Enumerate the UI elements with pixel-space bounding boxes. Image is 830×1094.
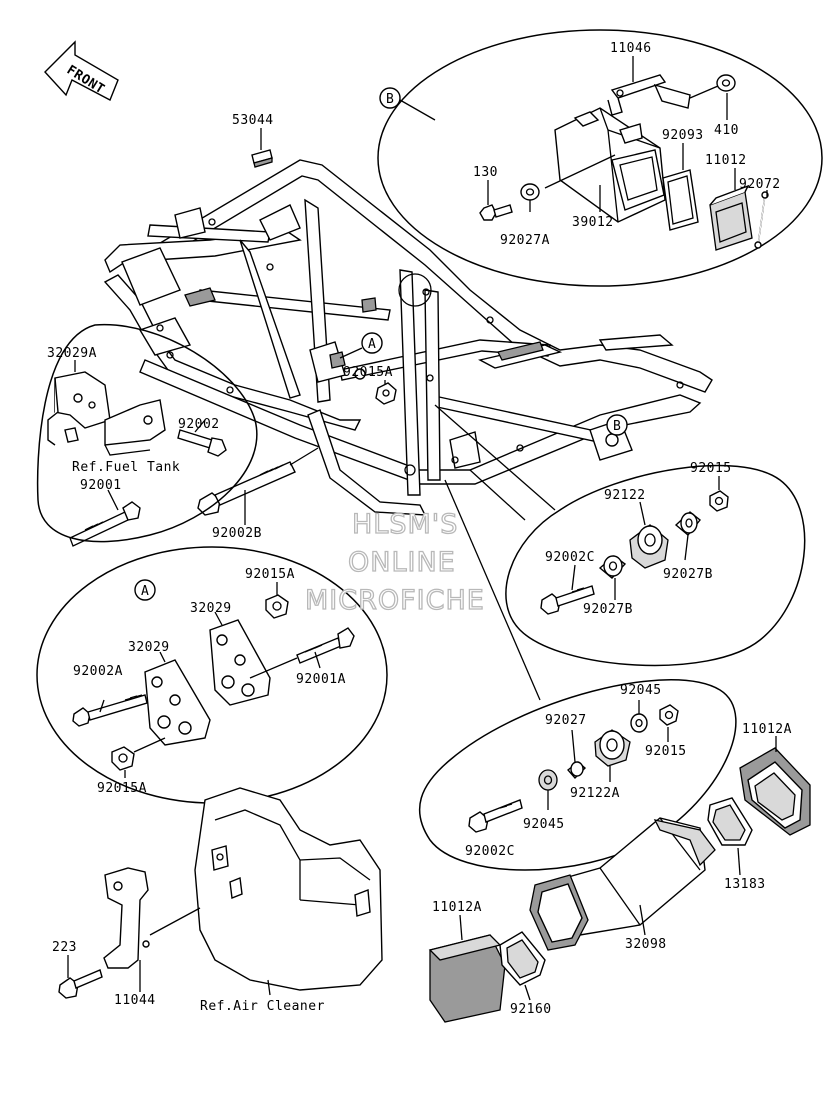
screw-223 bbox=[58, 969, 103, 999]
duct-32098 bbox=[529, 817, 716, 951]
collar-92027b-l bbox=[598, 555, 627, 579]
callout-b-top-label: B bbox=[386, 92, 394, 107]
label-92002b: 92002B bbox=[212, 526, 262, 541]
fuel-tank-bracket bbox=[104, 399, 166, 456]
fuel-tank-outline bbox=[36, 323, 258, 543]
washer-410 bbox=[716, 74, 736, 92]
watermark: HLSM'S ONLINE MICROFICHE bbox=[304, 508, 485, 616]
air-cleaner-housing bbox=[194, 787, 383, 991]
bolt-92002c-b bbox=[468, 799, 523, 833]
watermark-line-2: ONLINE bbox=[348, 547, 456, 578]
group-b-outline bbox=[377, 29, 823, 287]
label-92015-b: 92015 bbox=[645, 744, 687, 759]
callout-b-frame: B bbox=[606, 414, 628, 436]
label-92027b-l: 92027B bbox=[583, 602, 633, 617]
label-92015a-frame: 92015A bbox=[343, 365, 393, 380]
label-11044: 11044 bbox=[114, 993, 156, 1008]
clip-53044 bbox=[251, 149, 273, 168]
callout-b-top: B bbox=[379, 87, 401, 109]
callout-a-group-label: A bbox=[141, 584, 149, 599]
label-53044: 53044 bbox=[232, 113, 274, 128]
nut-92015-r bbox=[709, 490, 729, 512]
label-11012a-l: 11012A bbox=[432, 900, 482, 915]
nut-92015a-frame bbox=[375, 382, 397, 405]
pad-92093 bbox=[662, 169, 699, 231]
bushing-92122 bbox=[629, 524, 669, 569]
label-ref-fuel-tank: Ref.Fuel Tank bbox=[72, 460, 180, 475]
bolt-130 bbox=[479, 204, 513, 221]
label-92015-r: 92015 bbox=[690, 461, 732, 476]
callout-a-frame-label: A bbox=[368, 337, 376, 352]
plate-32029-rear bbox=[209, 619, 271, 706]
label-32029-1: 32029 bbox=[190, 601, 232, 616]
cover-11012 bbox=[709, 184, 753, 251]
nut-92015a-a1 bbox=[265, 594, 289, 619]
bushing-92122a bbox=[594, 729, 631, 767]
label-92045-t: 92045 bbox=[620, 683, 662, 698]
label-92027b-r: 92027B bbox=[663, 567, 713, 582]
seal-13183 bbox=[707, 797, 753, 846]
bolt-92002a bbox=[72, 694, 148, 727]
label-92002c-r: 92002C bbox=[545, 550, 595, 565]
label-92002c-b: 92002C bbox=[465, 844, 515, 859]
atv-frame bbox=[103, 159, 713, 516]
label-92015a-a1: 92015A bbox=[245, 567, 295, 582]
collar-92027 bbox=[566, 761, 587, 780]
bracket-11044 bbox=[103, 867, 150, 969]
washer-92027a bbox=[520, 183, 540, 201]
label-130: 130 bbox=[473, 165, 498, 180]
label-223: 223 bbox=[52, 940, 77, 955]
bolt-92002c-r bbox=[540, 585, 595, 615]
group-bushing-upper-outline bbox=[505, 464, 806, 667]
washer-92045-b bbox=[538, 769, 558, 791]
label-92045-b: 92045 bbox=[523, 817, 565, 832]
label-13183: 13183 bbox=[724, 877, 766, 892]
seal-92160 bbox=[499, 931, 546, 986]
bolt-92002 bbox=[177, 429, 227, 457]
label-410: 410 bbox=[714, 123, 739, 138]
label-92002: 92002 bbox=[178, 417, 220, 432]
label-11012: 11012 bbox=[705, 153, 747, 168]
cover-11012a-r bbox=[739, 747, 811, 836]
label-11012a-r: 11012A bbox=[742, 722, 792, 737]
washer-92045-t bbox=[630, 713, 648, 733]
front-arrow-icon: FRONT bbox=[44, 40, 119, 101]
callout-a-group: A bbox=[134, 579, 156, 601]
label-32029a: 32029A bbox=[47, 346, 97, 361]
watermark-line-1: HLSM'S bbox=[352, 509, 458, 540]
label-92001: 92001 bbox=[80, 478, 122, 493]
label-11046: 11046 bbox=[610, 41, 652, 56]
nut-92015-b bbox=[659, 704, 679, 726]
bracket-11046 bbox=[607, 74, 691, 116]
collar-92027b-r bbox=[674, 511, 701, 536]
label-92122: 92122 bbox=[604, 488, 646, 503]
nut-92015a-a2 bbox=[111, 746, 135, 771]
label-32098: 32098 bbox=[625, 937, 667, 952]
label-39012: 39012 bbox=[572, 215, 614, 230]
cover-11012a-l bbox=[428, 934, 506, 1023]
label-92001a: 92001A bbox=[296, 672, 346, 687]
label-92072: 92072 bbox=[739, 177, 781, 192]
plate-32029-front bbox=[144, 659, 211, 746]
bolt-92001 bbox=[69, 501, 141, 547]
label-92027: 92027 bbox=[545, 713, 587, 728]
callout-b-frame-label: B bbox=[613, 419, 621, 434]
label-92160: 92160 bbox=[510, 1002, 552, 1017]
callout-a-frame: A bbox=[361, 332, 383, 354]
label-92122a: 92122A bbox=[570, 786, 620, 801]
label-92093: 92093 bbox=[662, 128, 704, 143]
watermark-line-3: MICROFICHE bbox=[305, 585, 485, 616]
label-32029-2: 32029 bbox=[128, 640, 170, 655]
label-ref-air-cleaner: Ref.Air Cleaner bbox=[200, 999, 325, 1014]
battery-case-39012 bbox=[554, 107, 666, 223]
label-92015a-a2: 92015A bbox=[97, 781, 147, 796]
bolt-92001a bbox=[296, 627, 355, 664]
strap-92072 bbox=[754, 191, 769, 249]
label-92002a: 92002A bbox=[73, 664, 123, 679]
bracket-32029a bbox=[47, 371, 111, 446]
label-92027a: 92027A bbox=[500, 233, 550, 248]
